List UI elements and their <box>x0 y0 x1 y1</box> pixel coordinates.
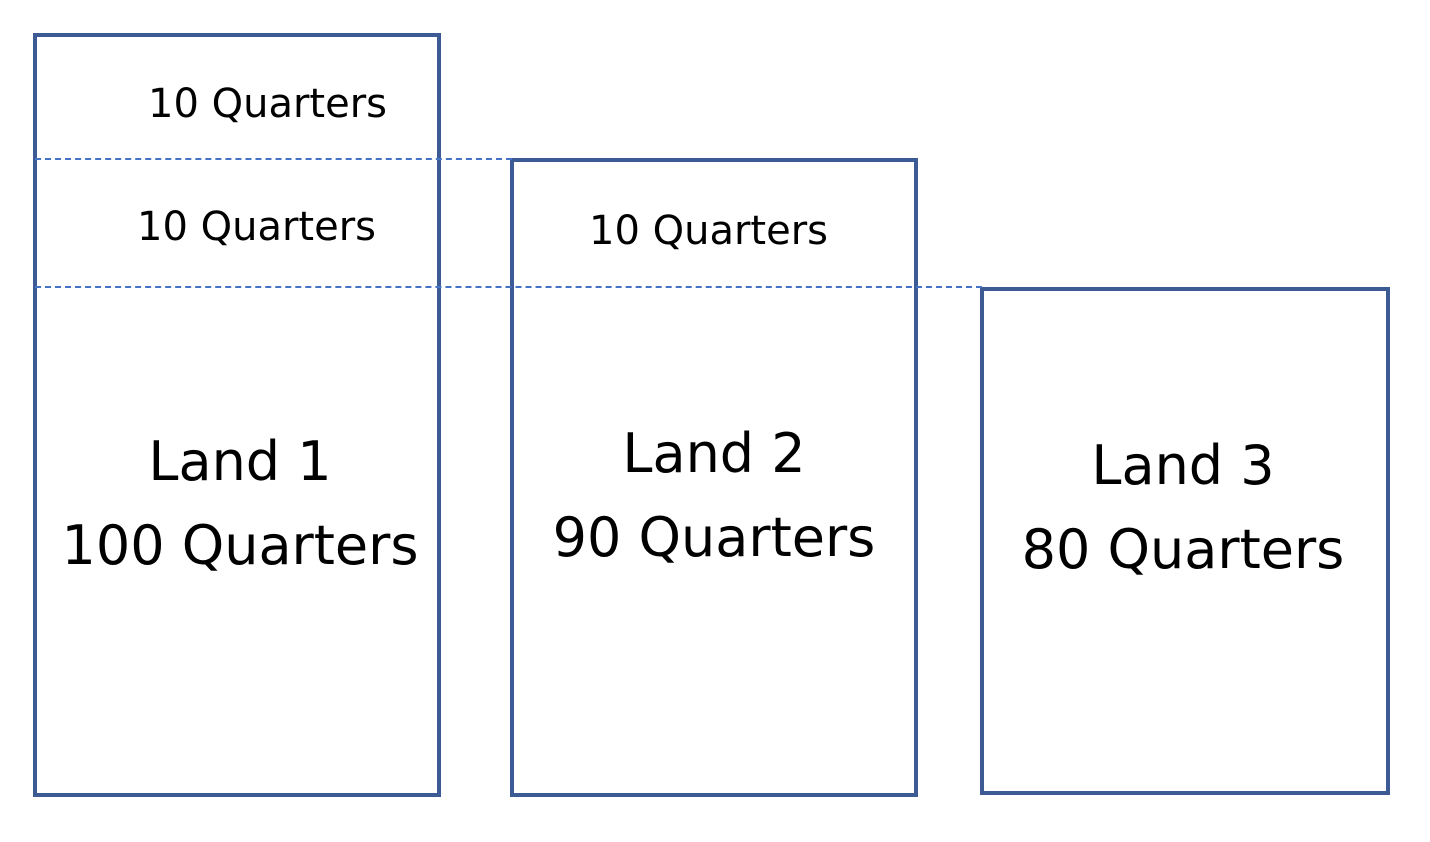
land-3-label: Land 3 80 Quarters <box>983 424 1383 592</box>
land-3-name: Land 3 <box>1091 434 1275 497</box>
land-1-quarters: 100 Quarters <box>61 514 419 577</box>
land-1-label: Land 1 100 Quarters <box>40 420 440 588</box>
land-2-box <box>510 158 918 797</box>
land-2-name: Land 2 <box>622 422 806 485</box>
land-2-top-strip-label: 10 Quarters <box>589 208 828 254</box>
land-3-quarters: 80 Quarters <box>1021 518 1345 581</box>
land-2-quarters: 90 Quarters <box>552 506 876 569</box>
dashed-line-land-2-level <box>35 158 512 160</box>
land-2-label: Land 2 90 Quarters <box>514 412 914 580</box>
land-1-box <box>33 33 441 797</box>
land-1-second-strip-label: 10 Quarters <box>137 204 376 250</box>
dashed-line-land-3-level <box>35 286 982 288</box>
land-1-top-strip-label: 10 Quarters <box>148 81 387 127</box>
land-1-name: Land 1 <box>148 430 332 493</box>
land-3-box <box>980 287 1390 795</box>
